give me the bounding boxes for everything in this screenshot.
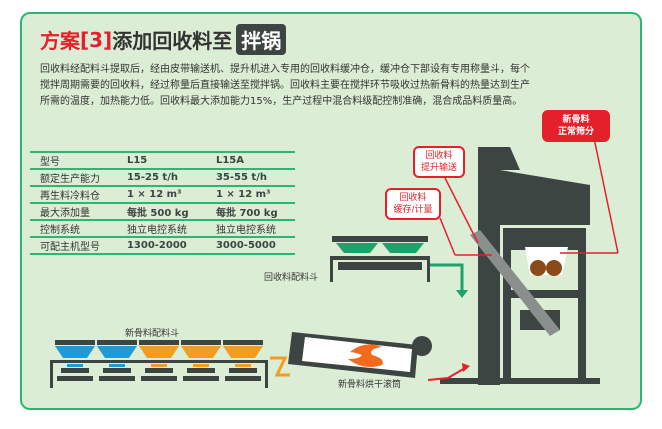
label-new-aggregate-hopper: 新骨料配料斗	[125, 329, 180, 339]
hopper-top	[181, 340, 221, 345]
hopper-top	[55, 340, 95, 345]
hopper-top	[223, 340, 263, 345]
spec-cell: 1300-2000	[116, 236, 206, 255]
frame-leg	[50, 360, 53, 388]
spec-cell: 控制系统	[30, 219, 117, 237]
conveyor-segment	[57, 376, 93, 381]
hopper-bin	[97, 346, 137, 358]
new-aggregate-hoppers	[50, 340, 268, 388]
conveyor-segment	[225, 376, 261, 381]
hopper-outlet	[235, 364, 251, 367]
page-title: 方案 [3] 添加回收料至 拌锅	[40, 24, 287, 55]
spec-cell: 3000-5000	[205, 236, 295, 255]
conveyor-segment	[183, 376, 219, 381]
conveyor-segment	[99, 376, 135, 381]
hopper-outlet	[151, 364, 167, 367]
hopper-feeder	[103, 368, 131, 373]
title-badge: 拌锅	[236, 24, 287, 55]
spec-cell: 独立电控系统	[116, 219, 206, 237]
spec-cell: 1 × 12 m³	[205, 185, 295, 203]
mixer-bowls	[530, 260, 562, 276]
green-arrow	[430, 263, 464, 292]
hopper-feeder	[145, 368, 173, 373]
red-arrow	[427, 367, 466, 381]
hopper-bin	[223, 346, 263, 358]
orange-arrow	[270, 356, 290, 377]
label-dryer: 新骨料烘干滚筒	[338, 380, 402, 390]
callout-new-aggregate-screening: 新骨料正常筛分	[542, 110, 610, 142]
spec-cell: 可配主机型号	[30, 236, 117, 255]
hopper-bin	[55, 346, 95, 358]
hopper-feeder	[61, 368, 89, 373]
spec-cell: 15-25 t/h	[116, 168, 206, 186]
hopper-outlet	[67, 364, 83, 367]
spec-cell: 每批 500 kg	[116, 202, 206, 220]
spec-cell: 再生料冷料仓	[30, 185, 117, 203]
spec-cell: 额定生产能力	[30, 168, 117, 186]
mixing-tower	[440, 147, 600, 385]
spec-cell: 独立电控系统	[205, 219, 295, 237]
description: 回收料经配料斗提取后，经由皮带输送机、提升机进入专用的回收料缓冲仓，缓冲仓下部设…	[40, 64, 530, 107]
spec-row: 控制系统独立电控系统独立电控系统	[30, 219, 295, 237]
hopper-feeder	[187, 368, 215, 373]
label-recycled-hopper: 回收料配料斗	[264, 273, 319, 283]
hopper-outlet	[193, 364, 209, 367]
spec-cell: L15A	[205, 151, 295, 169]
conveyor-segment	[141, 376, 177, 381]
flame-icon	[348, 344, 383, 367]
recycled-hopper	[330, 236, 430, 282]
hopper-outlet	[109, 364, 125, 367]
dryer-drum	[288, 332, 432, 378]
hopper-bin	[181, 346, 221, 358]
hopper-feeder	[229, 368, 257, 373]
hopper-top	[139, 340, 179, 345]
spec-cell: 每批 700 kg	[205, 202, 295, 220]
callout-recycled-buffer: 回收料缓存/计量	[385, 188, 441, 220]
spec-cell: 1 × 12 m³	[116, 185, 206, 203]
hopper-frame	[50, 360, 268, 363]
spec-cell: 最大添加量	[30, 202, 117, 220]
hopper-top	[97, 340, 137, 345]
spec-cell: 型号	[30, 151, 117, 169]
spec-cell: L15	[116, 151, 206, 169]
frame-leg	[265, 360, 268, 388]
callout-recycled-lift: 回收料提升输送	[413, 146, 465, 178]
hopper-bin	[139, 346, 179, 358]
spec-cell: 35-55 t/h	[205, 168, 295, 186]
recycle-elevator	[470, 230, 560, 336]
